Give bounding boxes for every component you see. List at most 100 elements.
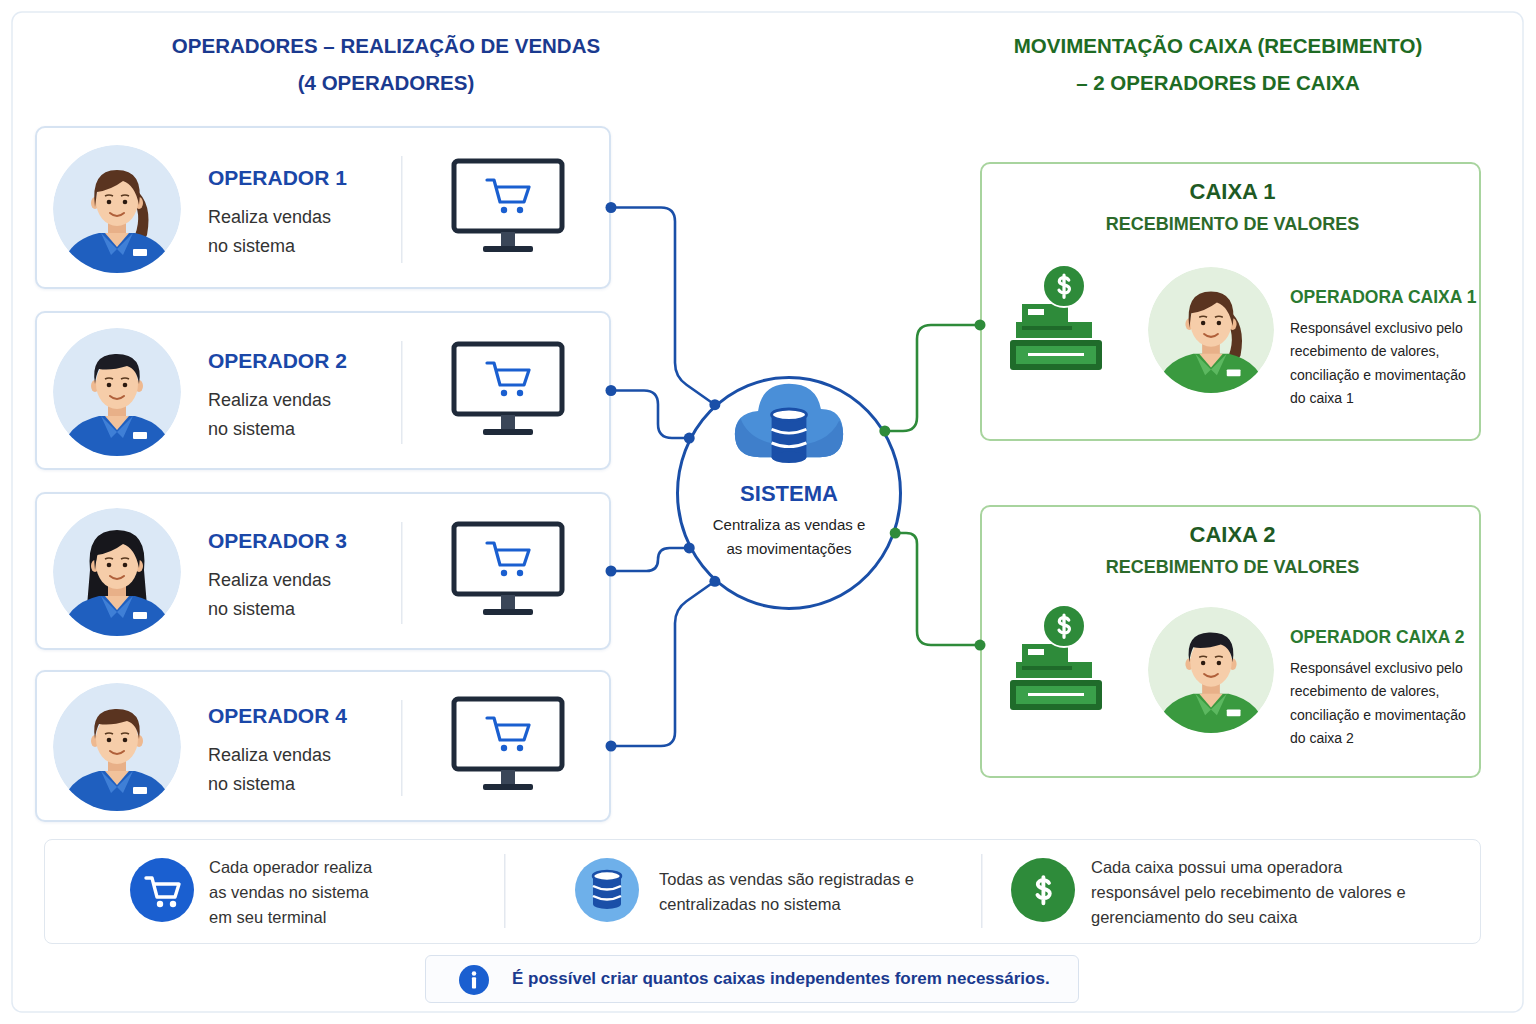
computer-monitor-icon-part [451, 521, 565, 619]
cash-register-icon-part-part [1016, 686, 1096, 704]
operator-avatar-part-part [53, 328, 181, 456]
operator-card: OPERADOR 3Realiza vendas no sistema [35, 492, 611, 650]
connector-dot [975, 640, 986, 651]
cash-register-icon-part-part [1028, 649, 1044, 655]
info-icon [459, 965, 489, 995]
cashier-avatar-part-part-part [1201, 660, 1206, 665]
operator-avatar-part-part-part [107, 199, 112, 204]
cash-register-icon-part [1008, 264, 1104, 374]
card-divider [401, 341, 403, 444]
computer-monitor-icon [451, 521, 565, 619]
connector [890, 528, 986, 651]
operator-avatar-part-part [53, 508, 181, 636]
node-text: OPERADOR 1 [208, 165, 398, 191]
operator-avatar-part [53, 328, 181, 456]
node-text: RECEBIMENTO DE VALORES [982, 212, 1483, 236]
cashier-avatar-part-part-part [1156, 693, 1266, 732]
cart-icon-part-part [146, 878, 179, 897]
operator-avatar-part-part-part [61, 416, 173, 456]
connector-dot [684, 433, 695, 444]
connector-dot [890, 528, 901, 539]
operator-avatar-part [53, 145, 181, 273]
computer-monitor-icon-part [451, 158, 565, 256]
computer-monitor-icon-part-part [501, 389, 507, 395]
cashier-box: CAIXA 2RECEBIMENTO DE VALORESOPERADOR CA… [980, 505, 1481, 778]
node-text: É possível criar quantos caixas independ… [512, 968, 1072, 990]
computer-monitor-icon-part-part [454, 699, 562, 769]
info-note: É possível criar quantos caixas independ… [425, 955, 1079, 1003]
computer-monitor-icon-part-part [487, 718, 529, 740]
operator-avatar-part-part-part [101, 596, 133, 618]
computer-monitor-icon-part-part [501, 745, 507, 751]
card-divider-part-part [401, 522, 403, 624]
computer-monitor-icon-part-part [483, 429, 533, 435]
operator-avatar-part-part-part [53, 508, 181, 636]
card-divider-part [401, 156, 403, 263]
band-divider-part [504, 854, 506, 928]
operator-avatar-part-part-part [61, 233, 173, 273]
operator-avatar [53, 145, 181, 273]
connector-dot [975, 319, 986, 330]
computer-monitor-icon-part-part [517, 206, 523, 212]
cart-icon-part-part [130, 858, 194, 922]
node-text: OPERADOR 2 [208, 348, 398, 374]
node-text: Realiza vendas no sistema [208, 386, 343, 444]
cash-register-icon-part-part [1022, 666, 1072, 670]
cart-icon-part [130, 858, 194, 922]
cashier-avatar-part-part-part [1156, 353, 1266, 392]
connector-dot [606, 566, 617, 577]
connector-dot [709, 576, 720, 587]
operator-card: OPERADOR 1 Realiza vendas no sistema [35, 126, 611, 289]
node-text: Responsável exclusivo pelo recebimento d… [1290, 317, 1482, 411]
info-icon-part [459, 965, 489, 995]
computer-monitor-icon-part-part [501, 570, 507, 576]
cash-register-icon-part-part [1010, 340, 1102, 370]
operator-avatar [53, 683, 181, 811]
computer-monitor-icon-part-part [454, 524, 562, 594]
card-divider-part-part [401, 156, 403, 263]
cashier-avatar-part-part-part [1204, 673, 1218, 676]
money-icon-part-part [1011, 858, 1075, 922]
operator-avatar-part-part-part [53, 145, 181, 273]
connector-dot [709, 399, 720, 410]
operator-avatar-part-part-part [110, 396, 124, 399]
cash-register-icon-part-part [1059, 615, 1069, 637]
cashier-avatar-part-part-part [1227, 709, 1241, 716]
cash-register-icon-part-part [1043, 605, 1085, 647]
computer-monitor-icon-part-part [517, 745, 523, 751]
operator-avatar-part-part-part [133, 249, 147, 256]
operator-avatar-part-part-part [123, 563, 128, 568]
computer-monitor-icon-part-part [501, 206, 507, 212]
operator-avatar-part-part-part [53, 328, 181, 456]
computer-monitor-icon-part-part [501, 770, 515, 784]
database-icon-part [575, 858, 639, 922]
node-text: Cada operador realiza as vendas no siste… [209, 854, 389, 929]
database-icon [575, 858, 639, 922]
operator-avatar-part-part-part [101, 771, 133, 793]
cashier-avatar-part-part-part [1189, 291, 1234, 327]
operator-avatar-part-part-part [101, 416, 133, 438]
connector-line [885, 325, 980, 431]
node-text: CAIXA 1 [982, 178, 1483, 206]
cash-register-icon-part [1008, 604, 1104, 714]
cart-icon [130, 858, 194, 922]
database-icon-part-part [593, 871, 621, 881]
connector-dot [606, 385, 617, 396]
computer-monitor-icon-part-part [487, 543, 529, 565]
operator-avatar-part-part-part [123, 199, 128, 204]
node-text: Responsável exclusivo pelo recebimento d… [1290, 657, 1482, 751]
cashier-avatar-part-part-part [1195, 353, 1227, 375]
cart-icon-part-part [157, 901, 163, 907]
connector-line [611, 581, 715, 746]
operator-avatar-part [53, 683, 181, 811]
node-text: Realiza vendas no sistema [208, 566, 343, 624]
node-text: CAIXA 2 [982, 521, 1483, 549]
cart-icon-part-part [170, 901, 176, 907]
connector-dot [684, 542, 695, 553]
node-text: Realiza vendas no sistema [208, 203, 343, 261]
operator-avatar-part-part [53, 145, 181, 273]
operator-card: OPERADOR 2 Realiza vendas no sistema [35, 311, 611, 470]
card-divider [401, 700, 403, 796]
computer-monitor-icon-part [451, 696, 565, 794]
